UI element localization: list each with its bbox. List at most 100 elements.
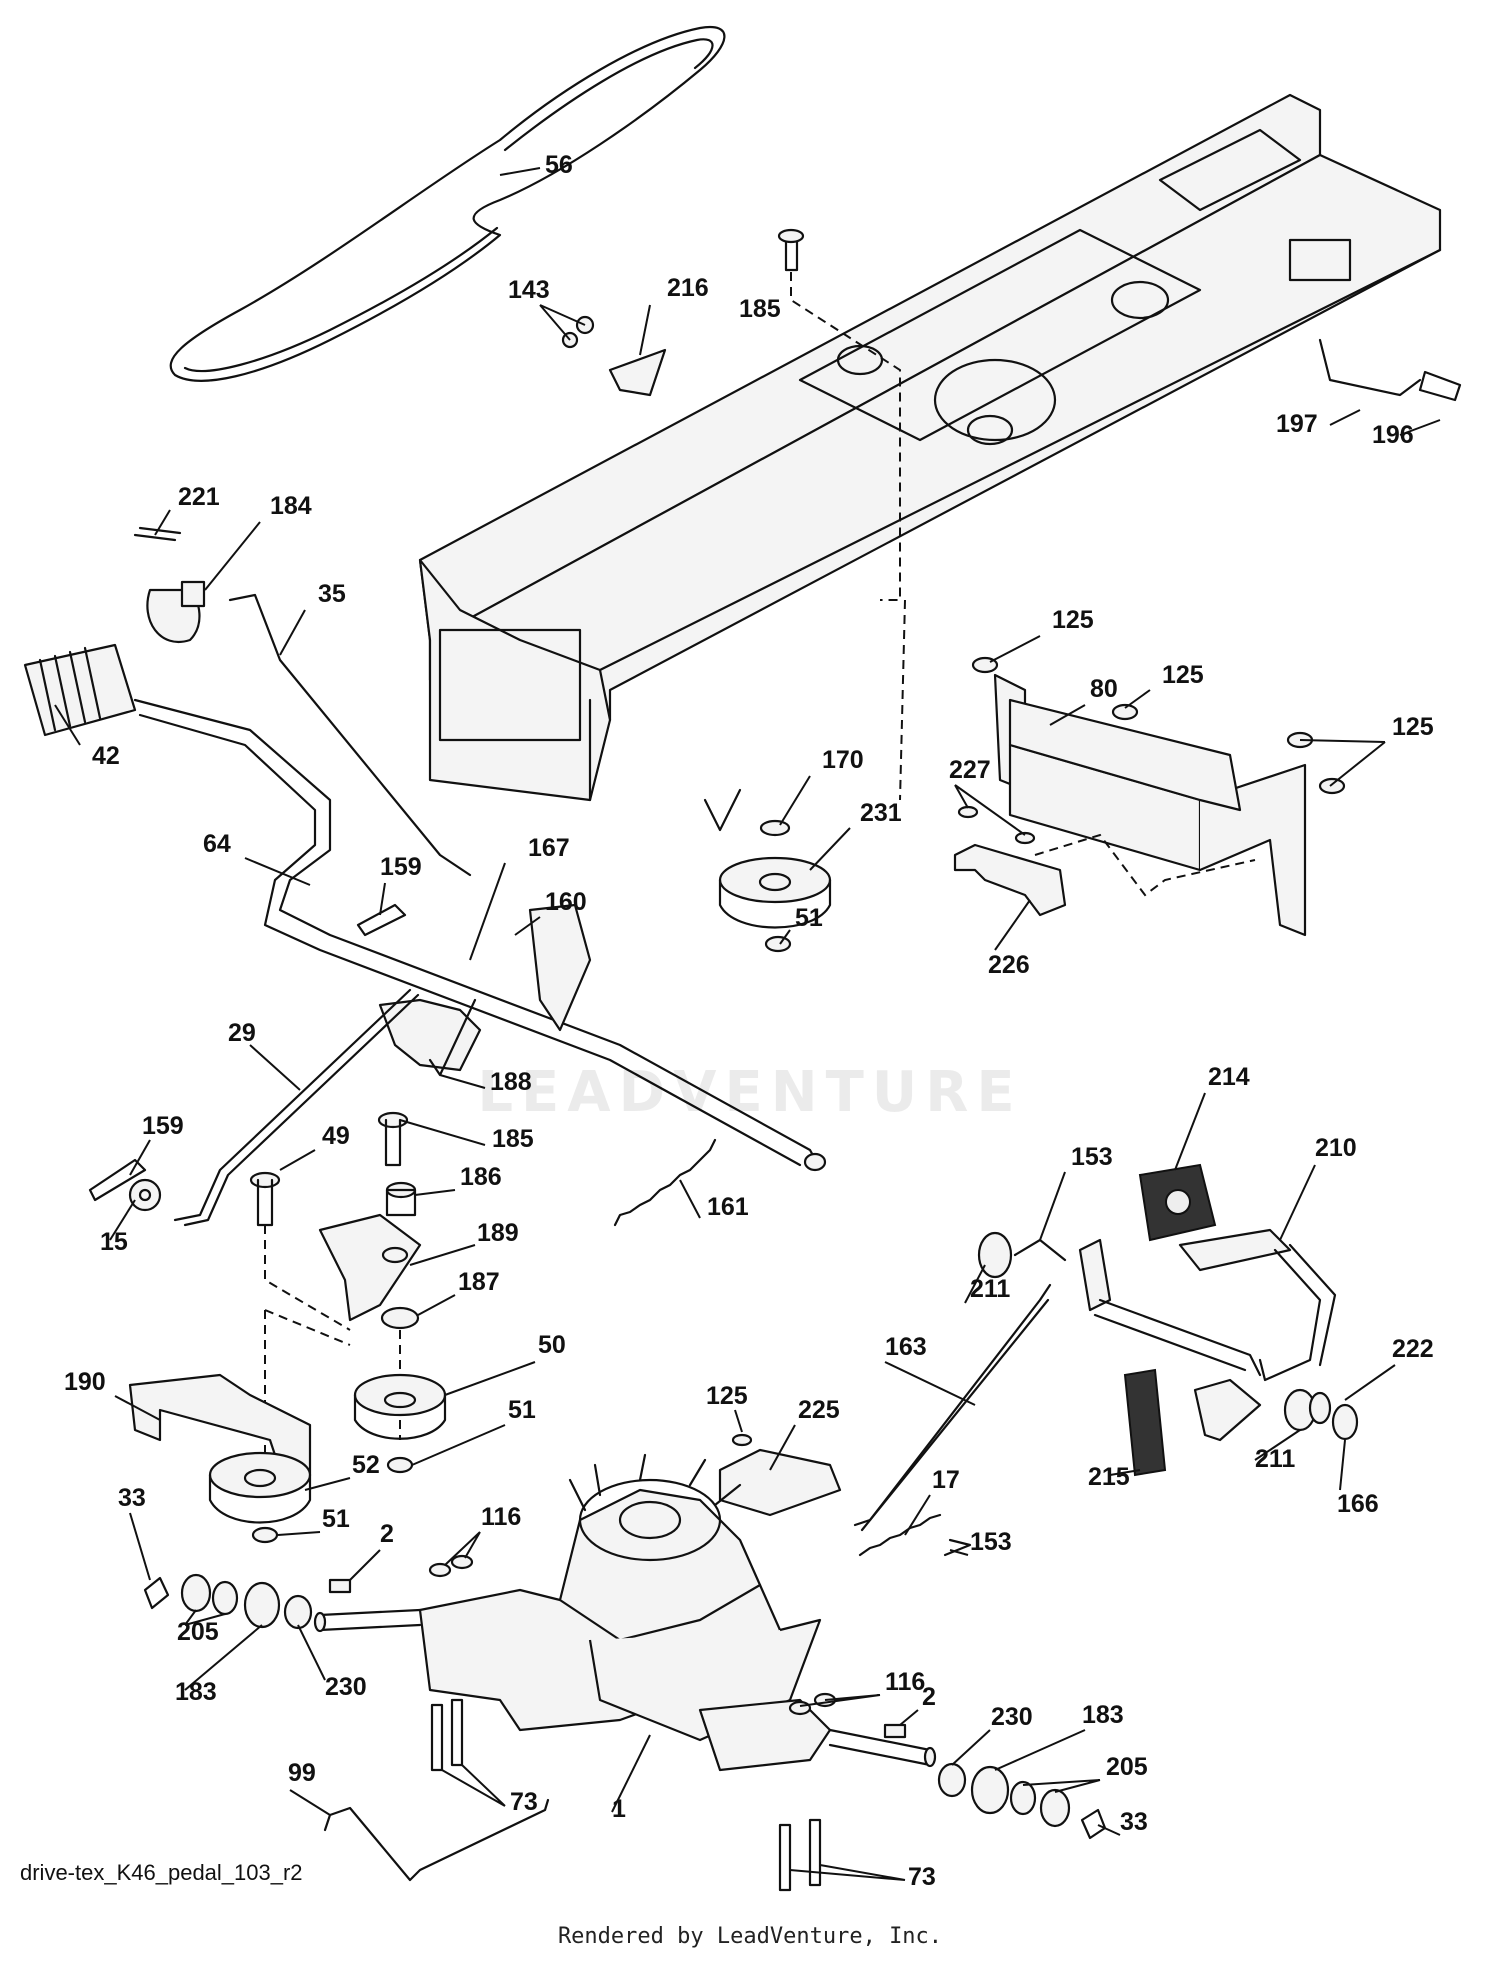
diagram-id: drive-tex_K46_pedal_103_r2 bbox=[20, 1860, 303, 1885]
bolt-185 bbox=[377, 1111, 409, 1167]
callout-42[interactable]: 42 bbox=[92, 742, 120, 770]
nut-51-mid bbox=[386, 1456, 414, 1474]
watermark: LEADVENTURE bbox=[477, 1060, 1023, 1125]
callout-183[interactable]: 183 bbox=[175, 1678, 217, 1706]
callout-64[interactable]: 64 bbox=[203, 830, 231, 858]
callout-17[interactable]: 17 bbox=[932, 1466, 960, 1494]
callout-125[interactable]: 125 bbox=[1392, 713, 1434, 741]
callout-230[interactable]: 230 bbox=[325, 1673, 367, 1701]
bracket-225 bbox=[718, 1448, 842, 1517]
axle-left bbox=[318, 1608, 422, 1632]
callout-159[interactable]: 159 bbox=[380, 853, 422, 881]
axle-right bbox=[828, 1728, 932, 1767]
callout-163[interactable]: 163 bbox=[885, 1333, 927, 1361]
callout-116[interactable]: 116 bbox=[481, 1503, 521, 1531]
callout-51[interactable]: 51 bbox=[508, 1396, 536, 1424]
callout-143[interactable]: 143 bbox=[508, 276, 550, 304]
callout-160[interactable]: 160 bbox=[545, 888, 587, 916]
callout-2[interactable]: 2 bbox=[380, 1520, 394, 1548]
shaft-64 bbox=[133, 698, 827, 1172]
callout-216[interactable]: 216 bbox=[667, 274, 709, 302]
callout-170[interactable]: 170 bbox=[822, 746, 864, 774]
callout-185[interactable]: 185 bbox=[492, 1125, 534, 1153]
callout-153[interactable]: 153 bbox=[1071, 1143, 1113, 1171]
leader-lines bbox=[54, 167, 1441, 1881]
callout-52[interactable]: 52 bbox=[352, 1451, 380, 1479]
callout-33[interactable]: 33 bbox=[118, 1484, 146, 1512]
callout-231[interactable]: 231 bbox=[860, 799, 902, 827]
callout-153[interactable]: 153 bbox=[970, 1528, 1012, 1556]
tractor-frame bbox=[418, 93, 1442, 802]
rod-163 bbox=[853, 1283, 1052, 1527]
callout-215[interactable]: 215 bbox=[1088, 1463, 1130, 1491]
callout-166[interactable]: 166 bbox=[1337, 1490, 1379, 1518]
grip-42 bbox=[23, 643, 137, 737]
nut-51-top bbox=[764, 935, 792, 953]
callout-15[interactable]: 15 bbox=[100, 1228, 128, 1256]
nut-51-low bbox=[251, 1526, 279, 1544]
callout-80[interactable]: 80 bbox=[1090, 675, 1118, 703]
pin-159-upper bbox=[356, 903, 407, 937]
callout-187[interactable]: 187 bbox=[458, 1268, 500, 1296]
callout-99[interactable]: 99 bbox=[288, 1759, 316, 1787]
knob-184 bbox=[133, 526, 206, 643]
callout-125[interactable]: 125 bbox=[1052, 606, 1094, 634]
callout-159[interactable]: 159 bbox=[142, 1112, 184, 1140]
pulley-52 bbox=[208, 1451, 312, 1524]
callout-222[interactable]: 222 bbox=[1392, 1335, 1434, 1363]
callout-211[interactable]: 211 bbox=[970, 1275, 1010, 1303]
callout-116[interactable]: 116 bbox=[885, 1668, 925, 1696]
bolt-49 bbox=[249, 1171, 281, 1227]
callout-73[interactable]: 73 bbox=[908, 1863, 936, 1891]
bolt-185-top bbox=[777, 228, 805, 272]
spring-161 bbox=[613, 1138, 717, 1227]
callout-51[interactable]: 51 bbox=[322, 1505, 350, 1533]
callout-227[interactable]: 227 bbox=[949, 756, 991, 784]
callout-33[interactable]: 33 bbox=[1120, 1808, 1148, 1836]
callout-197[interactable]: 197 bbox=[1276, 410, 1318, 438]
drive-belt-56 bbox=[169, 25, 726, 382]
spacer-186 bbox=[385, 1181, 417, 1217]
nuts-116 bbox=[428, 1554, 837, 1716]
washer-170 bbox=[759, 819, 791, 837]
callout-230[interactable]: 230 bbox=[991, 1703, 1033, 1731]
callout-205[interactable]: 205 bbox=[1106, 1753, 1148, 1781]
callout-189[interactable]: 189 bbox=[477, 1219, 519, 1247]
callout-1[interactable]: 1 bbox=[612, 1795, 626, 1823]
callout-35[interactable]: 35 bbox=[318, 580, 346, 608]
callout-183[interactable]: 183 bbox=[1082, 1701, 1124, 1729]
washer-15 bbox=[128, 1178, 162, 1212]
callout-56[interactable]: 56 bbox=[545, 151, 573, 179]
callout-210[interactable]: 210 bbox=[1315, 1134, 1357, 1162]
left-washer-stack bbox=[143, 1573, 352, 1630]
callout-29[interactable]: 29 bbox=[228, 1019, 256, 1047]
callout-185[interactable]: 185 bbox=[739, 295, 781, 323]
callout-190[interactable]: 190 bbox=[64, 1368, 106, 1396]
pedal-arm-210 bbox=[1178, 1228, 1337, 1382]
bracket-216 bbox=[561, 315, 667, 397]
callout-49[interactable]: 49 bbox=[322, 1122, 350, 1150]
callout-196[interactable]: 196 bbox=[1372, 421, 1414, 449]
callout-226[interactable]: 226 bbox=[988, 951, 1030, 979]
callout-125[interactable]: 125 bbox=[706, 1382, 748, 1410]
callout-188[interactable]: 188 bbox=[490, 1068, 532, 1096]
callout-2[interactable]: 2 bbox=[922, 1683, 936, 1711]
rod-35 bbox=[228, 593, 472, 877]
pulley-231 bbox=[718, 856, 832, 929]
callout-205[interactable]: 205 bbox=[177, 1618, 219, 1646]
callout-73[interactable]: 73 bbox=[510, 1788, 538, 1816]
callout-167[interactable]: 167 bbox=[528, 834, 570, 862]
callout-184[interactable]: 184 bbox=[270, 492, 312, 520]
callout-221[interactable]: 221 bbox=[178, 483, 220, 511]
transaxle-1 bbox=[418, 1453, 832, 1772]
callout-225[interactable]: 225 bbox=[798, 1396, 840, 1424]
bolt-125-d bbox=[1318, 777, 1346, 795]
callout-214[interactable]: 214 bbox=[1208, 1063, 1250, 1091]
callout-161[interactable]: 161 bbox=[707, 1193, 749, 1221]
callout-51[interactable]: 51 bbox=[795, 904, 823, 932]
callout-125[interactable]: 125 bbox=[1162, 661, 1204, 689]
callout-186[interactable]: 186 bbox=[460, 1163, 502, 1191]
callout-211[interactable]: 211 bbox=[1255, 1445, 1295, 1473]
callout-50[interactable]: 50 bbox=[538, 1331, 566, 1359]
